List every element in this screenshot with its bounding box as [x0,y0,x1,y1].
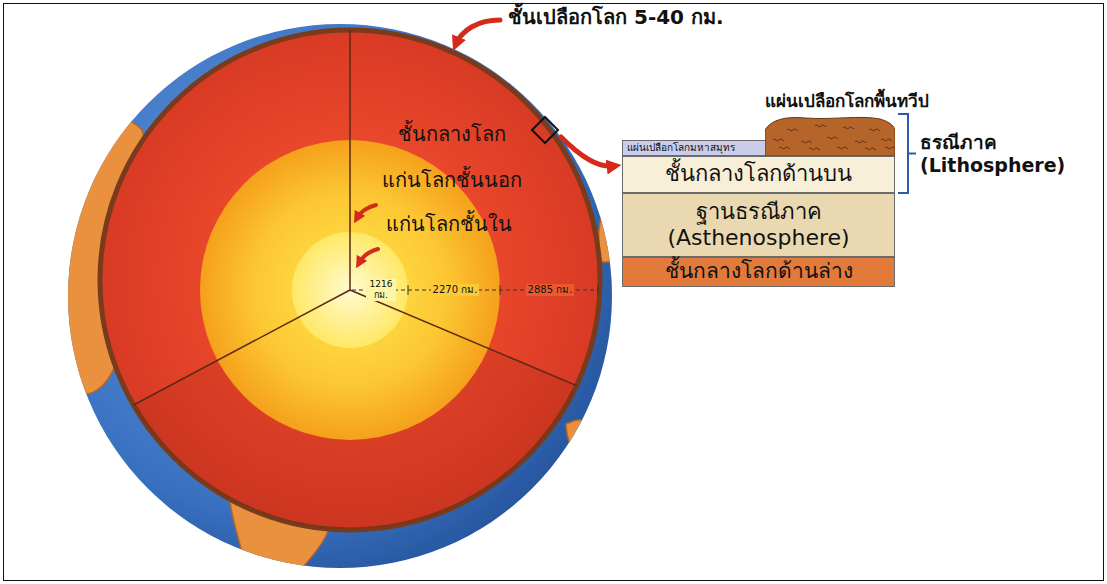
dimension-label: 2885 กม. [526,284,575,296]
layer-label: แก่นโลกชั้นใน [386,212,512,236]
callout-arrow [359,249,378,263]
upper-mantle-band: ชั้นกลางโลกด้านบน [622,156,895,193]
continents [62,30,650,580]
rock-texture [773,139,784,141]
lower-mantle-band: ชั้นกลางโลกด้านล่าง [622,257,895,287]
cut-edge [350,290,577,386]
cut-edge [134,290,351,405]
dimension-tick [598,285,599,295]
band-label: ฐานธรณีภาค (Asthenosphere) [627,199,890,252]
band-label: แผ่นเปลือกโลกมหาสมุทร [627,142,735,154]
dimension-label: 2270 กม. [431,284,480,296]
dimension-tick [408,285,409,295]
cut-edges [134,30,577,405]
inset-marker [532,117,558,143]
rock-texture [827,137,838,139]
rock-texture [815,125,826,127]
rock-texture [881,139,892,141]
layer-label: ชั้นกลางโลก [398,122,506,146]
rock-texture [843,127,854,129]
rock-texture [779,147,790,149]
rock-texture [809,148,820,150]
bracket-label: ธรณีภาค (Lithosphere) [920,131,1095,177]
lithosphere-bracket [898,114,916,193]
band-label: ชั้นกลางโลกด้านบน [665,161,852,187]
continental-crust-shape [765,117,895,156]
rock-texture [855,141,866,143]
callout-arrow [561,137,614,166]
rock-texture [837,147,848,149]
rock-texture [787,129,798,131]
dimension-label: 1216 กม. [366,279,396,301]
callout-label: ชั้นเปลือกโลก 5-40 กม. [508,5,724,29]
callout-arrow [357,205,376,218]
dimension-tick [500,285,501,295]
globe-ocean [68,24,612,568]
continental-crust-shape [765,116,895,156]
band-label: ชั้นกลางโลกด้านล่าง [665,259,853,284]
continent [566,420,608,466]
mantle-cut [100,30,600,530]
callout-arrow [456,20,500,44]
node-heading: แผ่นเปลือกโลกพื้นทวีป [765,91,929,111]
continental-crust: แผ่นเปลือกโลกพื้นทวีป [765,91,929,156]
rock-texture [801,141,812,143]
rock-texture [885,147,895,149]
cut-edge [349,30,351,290]
asthenosphere-band: ฐานธรณีภาค (Asthenosphere) [622,193,895,257]
frame [4,4,1104,581]
callout-arrows [357,20,614,263]
rock-texture [865,148,876,150]
rock-texture [869,129,880,131]
layer-label: แก่นโลกชั้นนอก [382,168,522,192]
